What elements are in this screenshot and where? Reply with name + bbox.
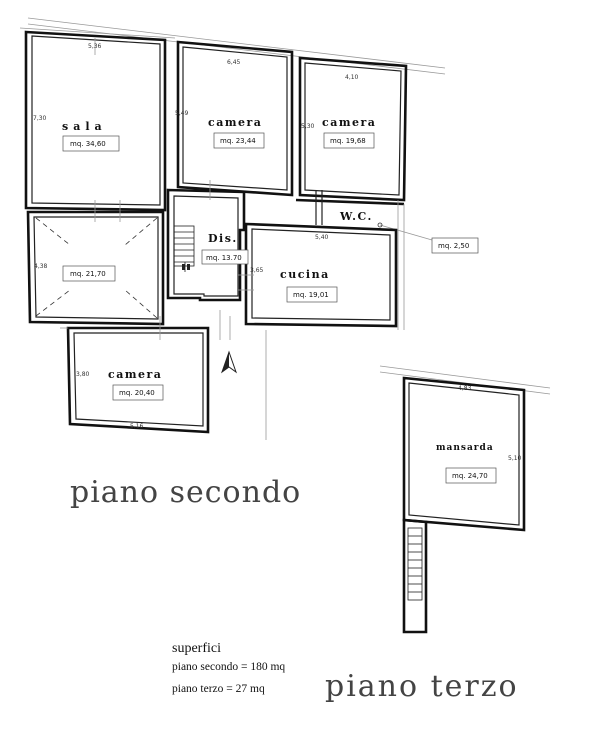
area-cucina: mq. 19,01 — [293, 291, 329, 299]
room-name-wc: W.C. — [339, 210, 373, 223]
dim-dis-height: 3,65 — [250, 267, 264, 274]
area-camera-2: mq. 19,68 — [330, 137, 366, 145]
floor-title-terzo: piano terzo — [325, 669, 519, 704]
room-sala — [19, 27, 176, 212]
summary-secondo: piano secondo = 180 mq — [172, 661, 285, 673]
room-name-cucina: cucina — [280, 268, 330, 281]
dim-sala-height: 7,30 — [33, 115, 47, 122]
room-name-dis: Dis. — [208, 232, 238, 245]
dim-sala-width: 5,36 — [88, 43, 102, 50]
surface-summary: superfici piano secondo = 180 mq piano t… — [172, 641, 285, 695]
room-camera-1 — [176, 40, 294, 197]
dim-camera2-height: 5,30 — [301, 123, 315, 130]
area-room-unlabeled: mq. 21,70 — [70, 270, 106, 278]
dim-camera2-width: 4,10 — [345, 74, 359, 81]
dim-room-height: 4,38 — [34, 263, 48, 270]
room-name-camera-2: camera — [322, 116, 376, 129]
dim-mansarda-height: 5,10 — [508, 455, 522, 462]
area-wc: mq. 2,50 — [438, 242, 469, 250]
room-names: sala camera camera Dis. W.C. cucina came… — [62, 116, 494, 453]
room-name-mansarda: mansarda — [436, 443, 494, 453]
area-labels: mq. 34,60 mq. 23,44 mq. 19,68 mq. 21,70 … — [62, 132, 497, 484]
floor-title-secondo: piano secondo — [70, 475, 301, 510]
area-sala: mq. 34,60 — [70, 140, 106, 148]
dim-camera1-height: 5,49 — [175, 110, 189, 117]
room-name-camera-1: camera — [208, 116, 262, 129]
summary-heading: superfici — [172, 641, 221, 656]
dim-camera1-width: 6,45 — [227, 59, 241, 66]
north-arrow-icon — [221, 350, 237, 374]
room-wc — [295, 190, 433, 241]
dim-camera3-height: 3,80 — [76, 371, 90, 378]
exterior-guides — [27, 17, 446, 440]
area-camera-3: mq. 20,40 — [119, 389, 155, 397]
dim-cucina-width: 5,40 — [315, 234, 329, 241]
room-unlabeled — [26, 210, 165, 326]
room-mansarda — [379, 365, 551, 634]
area-camera-1: mq. 23,44 — [220, 137, 256, 145]
area-dis: mq. 13.70 — [206, 254, 242, 262]
room-cucina — [244, 200, 405, 330]
room-dis — [166, 188, 246, 302]
dim-camera3-width: 5,16 — [130, 423, 144, 430]
door-marks — [94, 180, 254, 340]
room-name-camera-3: camera — [108, 368, 162, 381]
room-camera-3 — [60, 316, 210, 434]
summary-terzo: piano terzo = 27 mq — [172, 683, 265, 695]
room-camera-2 — [298, 56, 408, 202]
room-name-sala: sala — [62, 120, 107, 133]
area-mansarda: mq. 24,70 — [452, 472, 488, 480]
